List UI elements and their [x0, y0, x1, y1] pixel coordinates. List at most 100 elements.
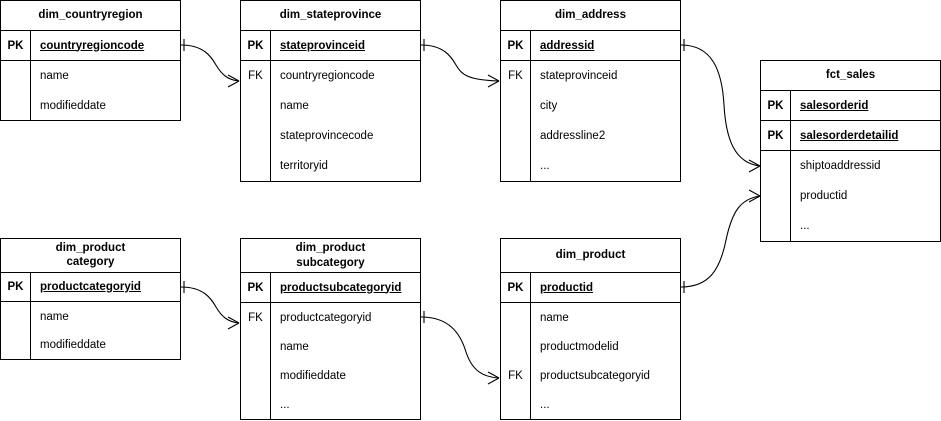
entity-title-line: fct_sales — [825, 69, 876, 82]
key-badge — [241, 361, 270, 390]
attribute-key-column — [1, 61, 31, 120]
entity-title-dim-productsubcategory: dim_product subcategory — [241, 239, 420, 273]
key-badge-pk: PK — [501, 31, 531, 60]
key-badge-pk: PK — [1, 272, 31, 301]
field-row-salesorderdetailid[interactable]: PK salesorderdetailid — [761, 121, 940, 151]
entity-title-line: category — [66, 256, 115, 269]
entity-dim-productcategory[interactable]: dim_product category PK productcategoryi… — [0, 238, 181, 360]
field-name[interactable]: productsubcategoryid — [540, 369, 650, 382]
attribute-block-dim-address: FK stateprovinceid city addressline2 ... — [501, 61, 680, 181]
field-name[interactable]: productmodelid — [540, 340, 619, 353]
entity-title-dim-address: dim_address — [501, 1, 680, 31]
field-name[interactable]: ... — [540, 398, 550, 411]
field-row-stateprovinceid[interactable]: PK stateprovinceid — [241, 31, 420, 61]
field-name: countryregioncode — [40, 39, 145, 52]
key-badge — [501, 91, 530, 121]
key-badge — [761, 181, 790, 211]
field-name[interactable]: modifieddate — [40, 339, 106, 351]
entity-title-line: dim_address — [555, 9, 626, 22]
field-name[interactable]: name — [40, 310, 69, 323]
connector-countryregion-to-stateprovince — [180, 39, 240, 88]
entity-dim-product[interactable]: dim_product PK productid FK name product… — [500, 238, 681, 420]
attribute-name-column: name modifieddate — [31, 61, 180, 120]
field-row-salesorderid[interactable]: PK salesorderid — [761, 91, 940, 121]
attribute-name-column: name modifieddate — [31, 302, 180, 359]
field-row-productid[interactable]: PK productid — [501, 273, 680, 303]
key-badge-fk: FK — [248, 70, 263, 82]
field-name: addressid — [540, 39, 595, 52]
key-badge — [241, 121, 270, 151]
entity-title-dim-stateprovince: dim_stateprovince — [241, 1, 420, 31]
field-name[interactable]: name — [280, 100, 309, 112]
attribute-name-column: countryregioncode name stateprovincecode… — [271, 61, 420, 181]
attribute-key-column: FK — [241, 61, 271, 181]
key-badge — [1, 302, 30, 331]
attribute-key-column — [1, 302, 31, 359]
key-badge-pk: PK — [241, 31, 271, 60]
key-badge — [761, 151, 790, 181]
field-name[interactable]: stateprovinceid — [540, 70, 618, 82]
connector-address-to-fct-sales — [680, 39, 761, 173]
key-badge — [501, 332, 530, 361]
field-row-productcategoryid[interactable]: PK productcategoryid — [1, 272, 180, 302]
key-badge-pk: PK — [1, 31, 31, 60]
key-badge — [241, 151, 270, 181]
entity-dim-address[interactable]: dim_address PK addressid FK stateprovinc… — [500, 0, 681, 182]
field-name[interactable]: ... — [800, 220, 810, 232]
attribute-block-dim-product: FK name productmodelid productsubcategor… — [501, 303, 680, 419]
field-name[interactable]: territoryid — [280, 160, 328, 172]
attribute-block-dim-productsubcategory: FK productcategoryid name modifieddate .… — [241, 303, 420, 419]
field-row-countryregioncode[interactable]: PK countryregioncode — [1, 31, 180, 61]
field-name[interactable]: ... — [280, 398, 290, 411]
entity-title-fct-sales: fct_sales — [761, 61, 940, 91]
attribute-block-dim-productcategory: name modifieddate — [1, 302, 180, 359]
entity-title-line: dim_stateprovince — [279, 9, 382, 22]
field-name: salesorderdetailid — [800, 129, 899, 142]
field-name[interactable]: stateprovincecode — [280, 130, 374, 142]
key-badge-fk: FK — [248, 311, 263, 324]
field-name[interactable]: name — [540, 311, 569, 324]
entity-title-line: dim_countryregion — [38, 9, 143, 22]
connector-product-to-fct-sales — [680, 189, 761, 293]
field-row-addressid[interactable]: PK addressid — [501, 31, 680, 61]
attribute-key-column: FK — [501, 61, 531, 181]
entity-title-line: dim_product — [295, 242, 366, 255]
field-name[interactable]: shiptoaddressid — [800, 160, 881, 172]
field-row-productsubcategoryid[interactable]: PK productsubcategoryid — [241, 273, 420, 303]
field-name: productsubcategoryid — [280, 281, 402, 294]
field-name[interactable]: city — [540, 100, 558, 112]
entity-title-line: dim_product — [555, 249, 626, 262]
field-name[interactable]: name — [280, 340, 309, 353]
field-name: stateprovinceid — [280, 39, 365, 52]
field-name[interactable]: name — [40, 70, 69, 82]
entity-title-dim-product: dim_product — [501, 239, 680, 273]
key-badge — [501, 121, 530, 151]
key-badge — [501, 303, 530, 332]
key-badge-pk: PK — [761, 121, 791, 150]
entity-fct-sales[interactable]: fct_sales PK salesorderid PK salesorderd… — [760, 60, 941, 242]
entity-dim-stateprovince[interactable]: dim_stateprovince PK stateprovinceid FK … — [240, 0, 421, 182]
field-name[interactable]: countryregioncode — [280, 70, 375, 82]
field-name: salesorderid — [800, 99, 869, 112]
field-name[interactable]: ... — [540, 160, 550, 172]
field-name: productcategoryid — [40, 280, 141, 293]
connector-productcategory-to-productsubcategory — [180, 281, 240, 330]
key-badge — [241, 91, 270, 121]
field-name[interactable]: addressline2 — [540, 130, 606, 142]
attribute-name-column: stateprovinceid city addressline2 ... — [531, 61, 680, 181]
attribute-key-column — [761, 151, 791, 241]
field-name: productid — [540, 281, 594, 294]
attribute-block-dim-countryregion: name modifieddate — [1, 61, 180, 120]
field-name[interactable]: modifieddate — [40, 99, 106, 112]
field-name[interactable]: productcategoryid — [280, 311, 372, 324]
entity-title-dim-productcategory: dim_product category — [1, 239, 180, 273]
entity-dim-productsubcategory[interactable]: dim_product subcategory PK productsubcat… — [240, 238, 421, 420]
key-badge-fk: FK — [508, 70, 523, 82]
attribute-block-fct-sales: shiptoaddressid productid ... — [761, 151, 940, 241]
entity-dim-countryregion[interactable]: dim_countryregion PK countryregioncode n… — [0, 0, 181, 121]
key-badge — [1, 331, 30, 359]
field-name[interactable]: productid — [800, 190, 848, 202]
key-badge — [501, 151, 530, 181]
field-name[interactable]: modifieddate — [280, 369, 346, 382]
